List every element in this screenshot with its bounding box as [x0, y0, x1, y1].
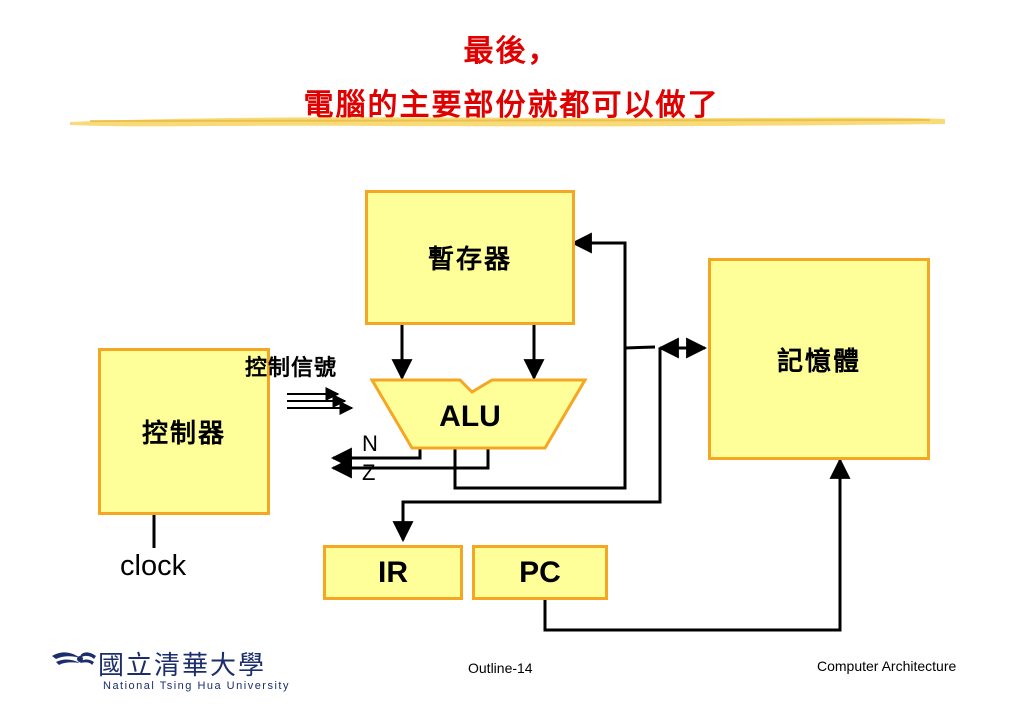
memory-label: 記憶體	[776, 346, 861, 377]
control-signal-label: 控制信號	[245, 355, 338, 381]
page-number: Outline-14	[468, 660, 533, 676]
pc-label: PC	[519, 555, 561, 589]
alu-shape	[369, 378, 588, 450]
university-name: 國立清華大學	[98, 651, 267, 681]
course-name: Computer Architecture	[817, 658, 957, 674]
title-underline-brush	[70, 117, 945, 127]
memory-box: 記憶體	[708, 258, 930, 460]
controller-box: 控制器	[98, 348, 270, 515]
flag-n-label: N	[362, 431, 378, 456]
clock-label: clock	[120, 550, 187, 582]
flag-z-label: Z	[362, 460, 376, 485]
alu-label: ALU	[439, 400, 501, 433]
controller-label: 控制器	[141, 419, 226, 449]
pc-box: PC	[472, 545, 608, 600]
title-line-1: 最後，	[463, 34, 560, 69]
university-name-en: National Tsing Hua University	[103, 680, 290, 692]
ir-box: IR	[323, 545, 463, 600]
university-logo-icon	[52, 652, 96, 665]
registers-box: 暫存器	[365, 190, 575, 325]
registers-label: 暫存器	[427, 245, 512, 275]
ir-label: IR	[378, 555, 408, 589]
title-line-2: 電腦的主要部份就都可以做了	[303, 88, 720, 123]
